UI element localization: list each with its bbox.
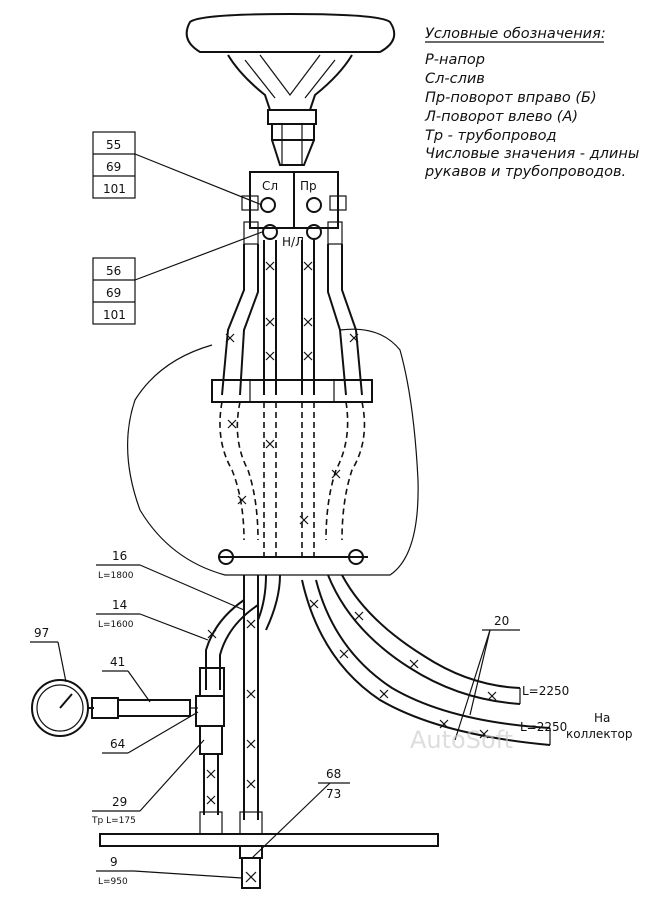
callout-14-len: L=1600 — [98, 620, 134, 630]
legend-item: рукавов и трубопроводов. — [424, 164, 626, 180]
destination-label-1: На — [594, 711, 610, 725]
hose-length-label-2: L=2250 — [520, 720, 567, 734]
callout-29-len: Тр L=175 — [91, 816, 136, 826]
callout-29-num: 29 — [112, 795, 127, 809]
callout-20: 20 — [454, 614, 520, 741]
steering-wheel — [185, 12, 396, 166]
callout-20-num: 20 — [494, 614, 509, 628]
callout-16: 16 L=1800 — [96, 549, 245, 611]
legend-item: Л-поворот влево (А) — [424, 109, 578, 125]
callout-9: 9 L=950 — [96, 855, 243, 887]
callout-55-c: 101 — [103, 182, 126, 196]
callout-16-len: L=1800 — [98, 571, 134, 581]
callout-41: 41 — [102, 655, 151, 703]
callout-55-a: 55 — [106, 138, 121, 152]
hidden-hoses — [219, 401, 366, 560]
legend-item: Р-напор — [425, 52, 485, 68]
cabin-outline — [127, 328, 419, 576]
gauge-line — [31, 599, 259, 835]
callout-68-b: 73 — [326, 787, 341, 801]
callout-9-num: 9 — [110, 855, 118, 869]
callout-68: 68 73 — [251, 767, 350, 859]
callout-56-c: 101 — [103, 308, 126, 322]
callout-68-a: 68 — [326, 767, 341, 781]
watermark: AutoSoft — [410, 726, 513, 754]
callout-56: 56 69 101 — [92, 231, 263, 325]
legend-item: Числовые значения - длины — [425, 146, 639, 162]
legend-title: Условные обозначения: — [425, 26, 606, 42]
callout-56-b: 69 — [106, 286, 121, 300]
callout-55: 55 69 101 — [92, 131, 263, 206]
callout-41-num: 41 — [110, 655, 125, 669]
callout-97-num: 97 — [34, 626, 49, 640]
legend-item: Пр-поворот вправо (Б) — [425, 90, 597, 106]
legend: Условные обозначения: Р-напор Сл-слив Пр… — [424, 26, 639, 180]
steering-valve-block: Сл Пр Н/Л — [241, 171, 347, 249]
callout-55-b: 69 — [106, 160, 121, 174]
port-label-center: Н/Л — [282, 235, 304, 249]
upper-hoses — [211, 240, 373, 403]
callout-64-num: 64 — [110, 737, 125, 751]
callout-29: 29 Тр L=175 — [91, 739, 205, 826]
callout-14-num: 14 — [112, 598, 127, 612]
callout-97: 97 — [30, 626, 67, 683]
legend-item: Тр - трубопровод — [425, 128, 557, 144]
port-label-right: Пр — [300, 179, 317, 193]
collector-hoses — [301, 574, 551, 746]
base-plate — [99, 833, 439, 889]
callout-64: 64 — [102, 711, 199, 754]
port-label-left: Сл — [262, 179, 278, 193]
callout-56-a: 56 — [106, 264, 121, 278]
callout-9-len: L=950 — [98, 877, 128, 887]
mounting-bracket — [218, 549, 368, 565]
callout-14: 14 L=1600 — [96, 598, 209, 641]
callout-16-num: 16 — [112, 549, 127, 563]
destination-label-2: коллектор — [566, 727, 633, 741]
legend-item: Сл-слив — [425, 71, 485, 87]
hose-length-label-1: L=2250 — [522, 684, 569, 698]
